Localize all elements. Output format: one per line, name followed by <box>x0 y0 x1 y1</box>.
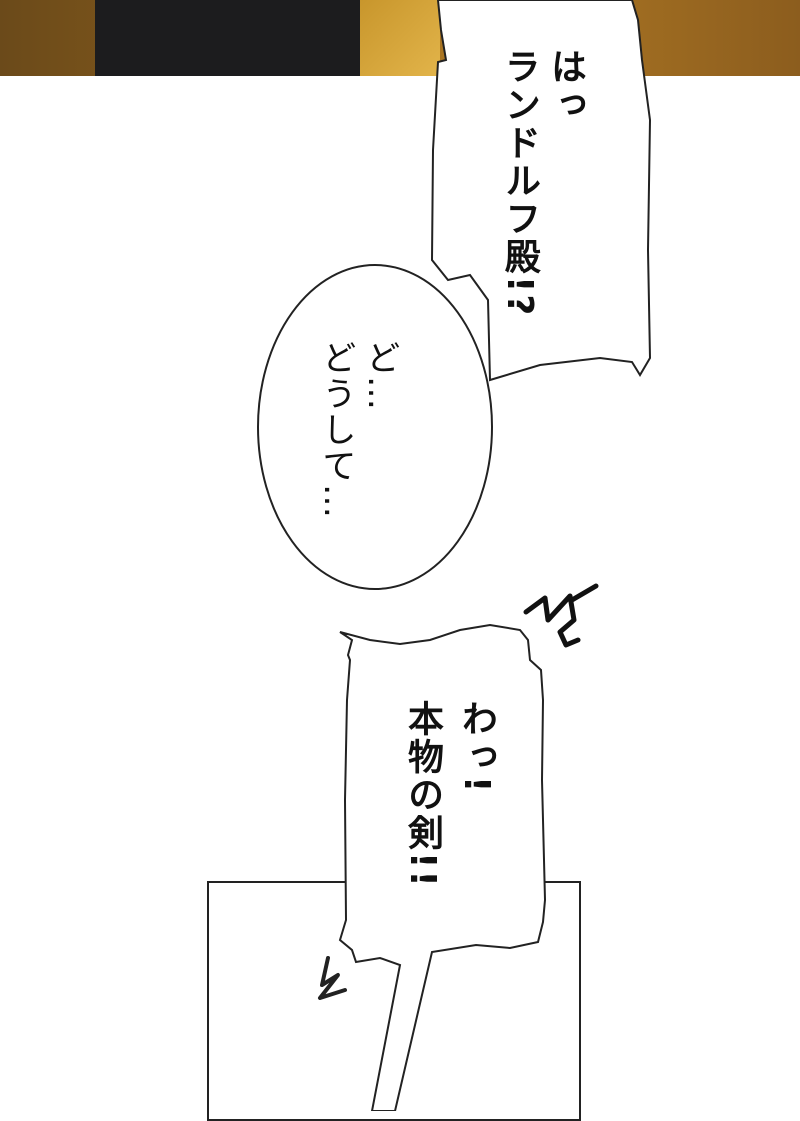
emphasis-scribble-bottom <box>318 956 347 1000</box>
shout-bubble-bottom <box>338 623 547 1111</box>
gold-ornament-area <box>360 0 440 76</box>
round-bubble-text: ど… どうして… <box>316 340 400 520</box>
shout-bubble-top <box>430 0 652 382</box>
round-bubble-middle <box>257 264 493 590</box>
emphasis-scribble-top <box>523 583 599 648</box>
shout-text-bottom: わっ! 本物の剣!! <box>402 700 497 889</box>
shout-text-top: はっ ランドルフ殿!? <box>499 48 586 318</box>
dark-cloak-area <box>95 0 375 76</box>
